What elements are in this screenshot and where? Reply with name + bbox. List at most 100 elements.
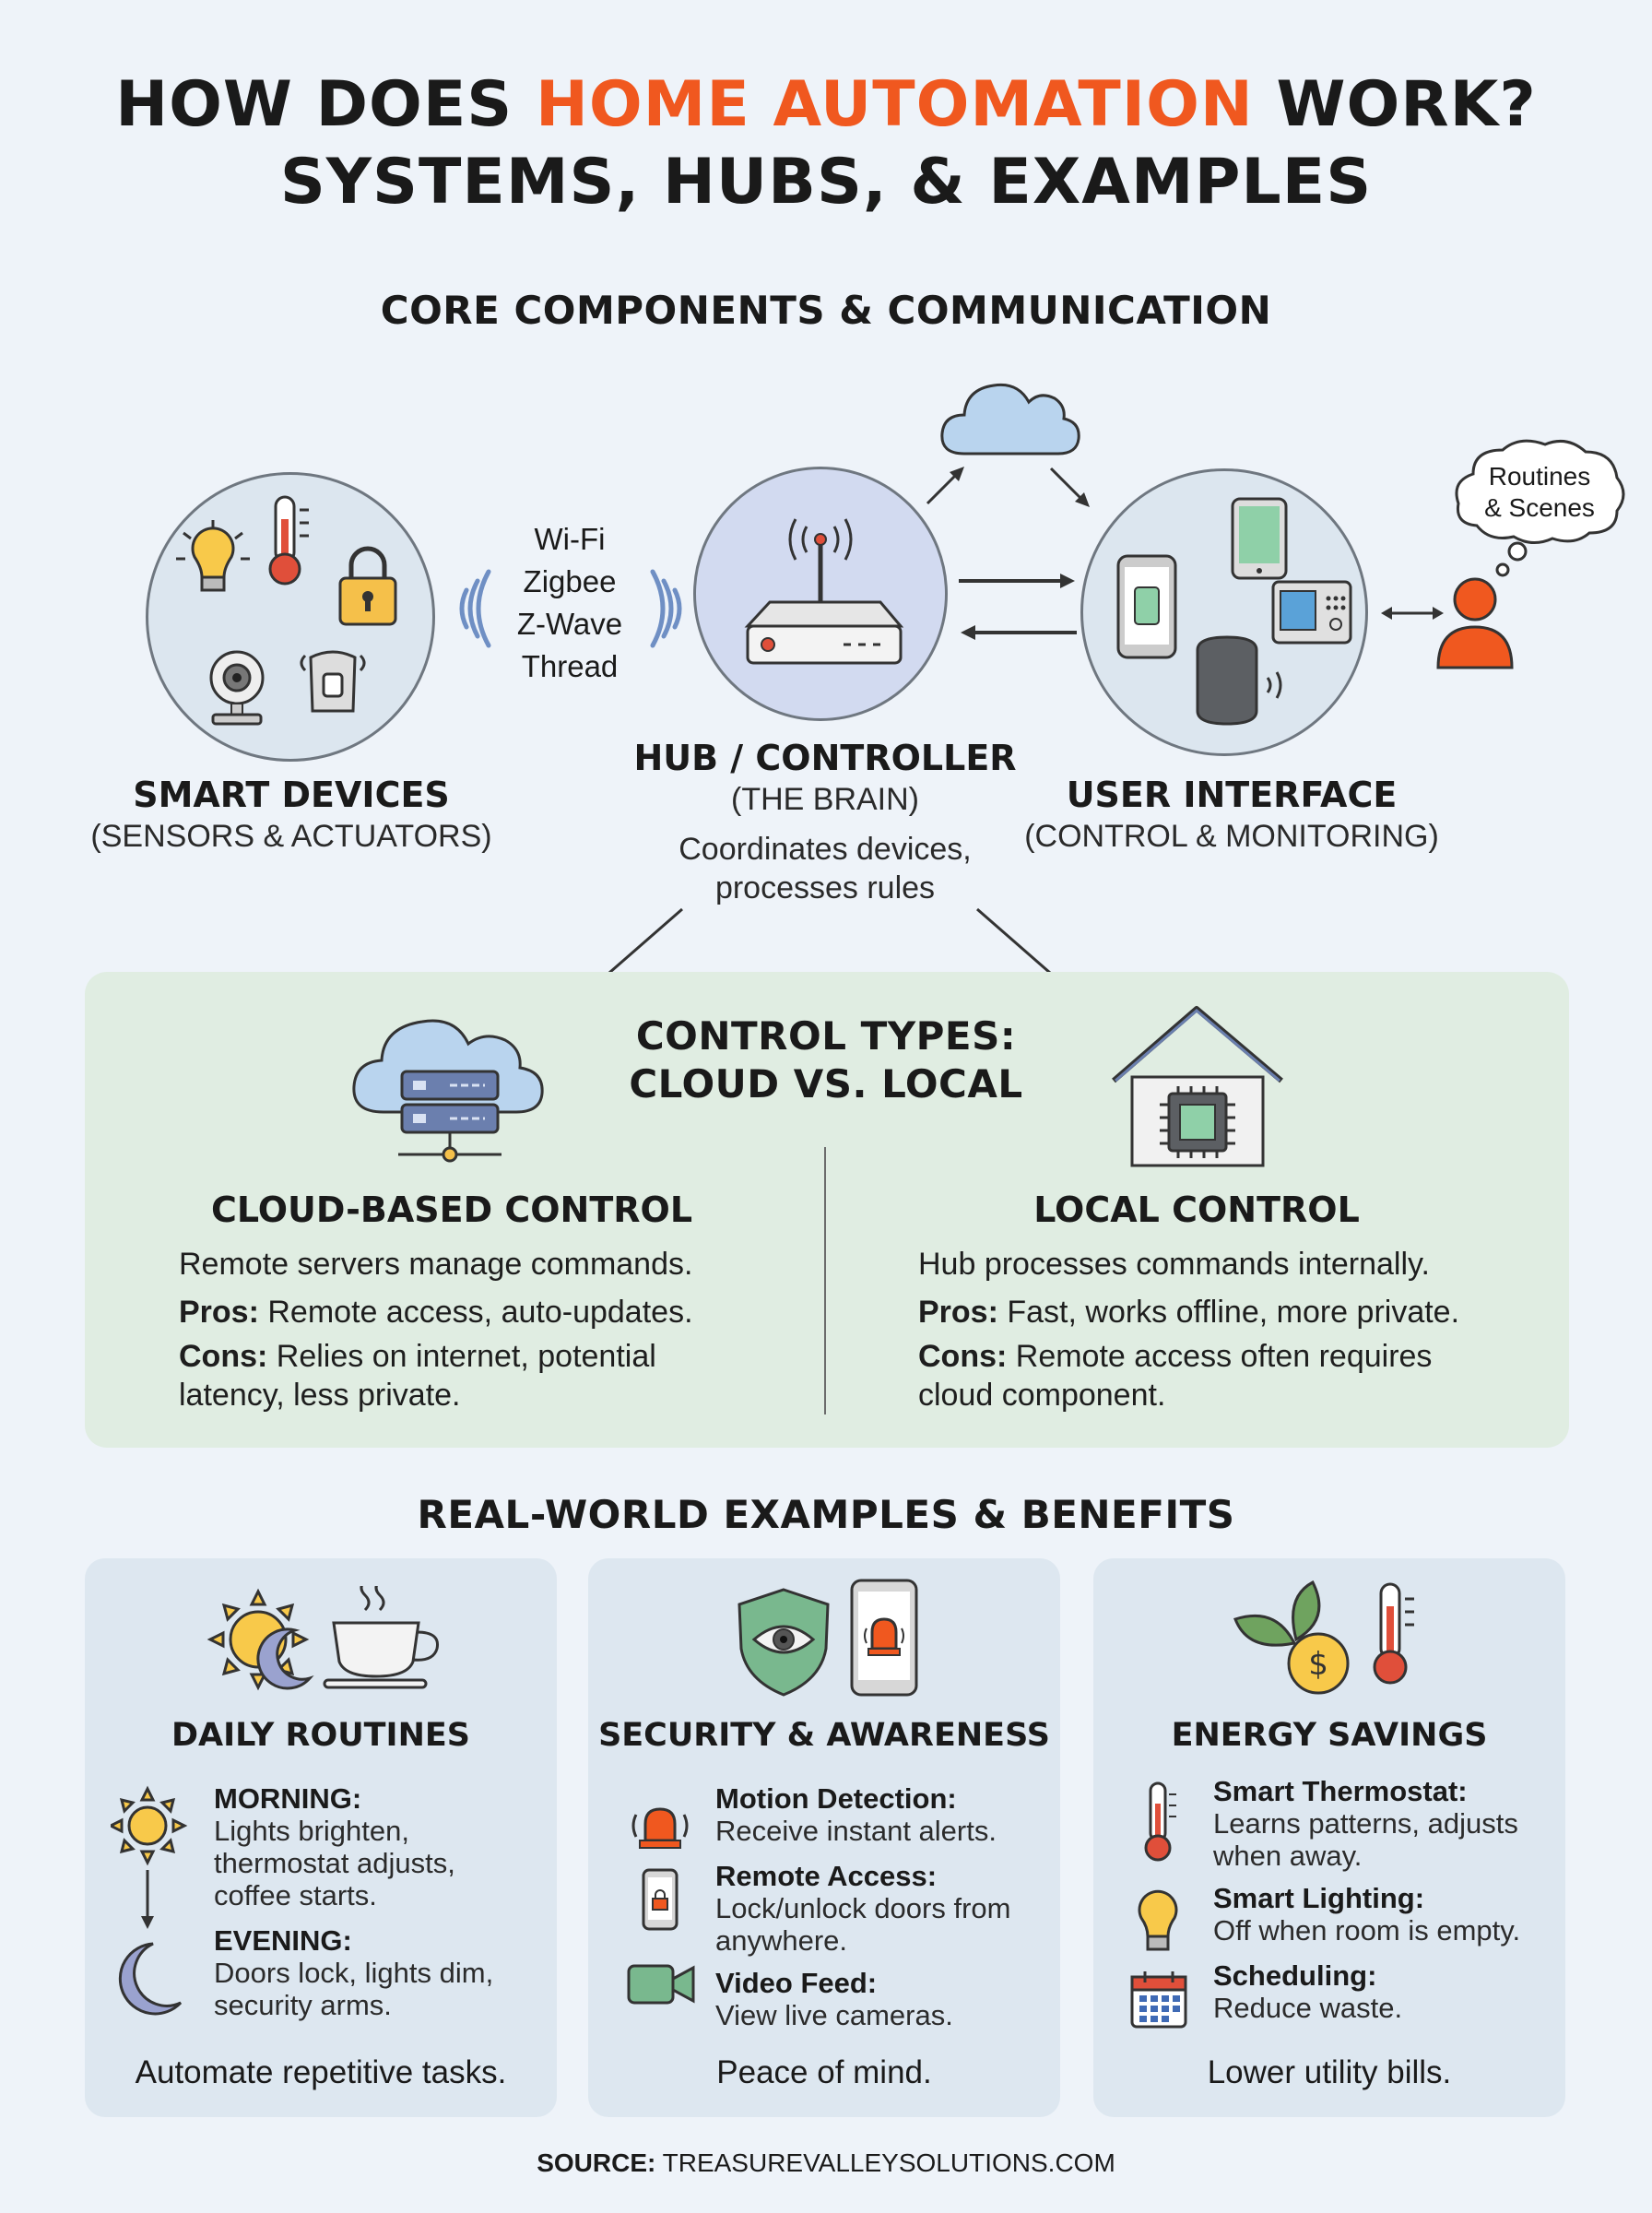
evening-line: security arms. — [214, 1989, 392, 2021]
smart-devices-subtitle: (SENSORS & ACTUATORS) — [90, 819, 492, 854]
lightbulb-icon — [176, 520, 250, 592]
security-item-label: Video Feed: — [715, 1967, 878, 1999]
smart-speaker-icon — [1196, 635, 1282, 726]
control-heading-line: CLOUD VS. LOCAL — [629, 1061, 1023, 1106]
cloud-control-pros: Pros: Remote access, auto-updates. — [179, 1295, 693, 1330]
camera-icon — [209, 650, 265, 726]
wireless-signal-left-icon — [459, 569, 491, 648]
control-types-heading: CONTROL TYPES: CLOUD VS. LOCAL — [572, 1012, 1080, 1108]
thought-bubble-icon — [1455, 439, 1625, 577]
cloud-control-title: CLOUD-BASED CONTROL — [210, 1189, 693, 1230]
control-divider — [824, 1147, 826, 1414]
cloud-server-icon — [352, 1019, 544, 1163]
morning-evening-icons — [111, 1785, 188, 2016]
security-item-text: View live cameras. — [715, 1999, 953, 2031]
cloud-control-desc: Remote servers manage commands. — [179, 1247, 693, 1282]
energy-item-label: Smart Thermostat: — [1213, 1775, 1468, 1807]
user-interface-subtitle: (CONTROL & MONITORING) — [1024, 819, 1439, 854]
shield-phone-icon — [738, 1579, 918, 1697]
security-item-icons — [627, 1807, 695, 2005]
energy-item-text: Reduce waste. — [1213, 1992, 1403, 2024]
security-item-text: anywhere. — [715, 1924, 848, 1957]
local-control-cons: Cons: Remote access often requires — [918, 1339, 1433, 1374]
evening-label: EVENING: — [214, 1924, 352, 1957]
router-icon — [744, 518, 904, 665]
leaves-icon — [1233, 1580, 1321, 1647]
tablet-icon — [1231, 497, 1288, 580]
thought-bubble-line: Routines — [1488, 462, 1591, 491]
protocol-item: Wi-Fi — [534, 522, 606, 556]
energy-item-icons — [1130, 1781, 1187, 2029]
phone-alarm-icon — [850, 1579, 918, 1697]
security-title: SECURITY & AWARENESS — [598, 1717, 1050, 1754]
energy-item: Smart Thermostat: Learns patterns, adjus… — [1213, 1775, 1560, 1873]
energy-item-label: Smart Lighting: — [1213, 1882, 1425, 1914]
energy-item-label: Scheduling: — [1213, 1959, 1377, 1992]
security-card: SECURITY & AWARENESS Motion Detection: R… — [588, 1558, 1060, 2117]
hub-description-line: processes rules — [714, 870, 936, 905]
local-control-desc: Hub processes commands internally. — [918, 1247, 1430, 1282]
control-heading-line: CONTROL TYPES: — [635, 1013, 1017, 1059]
hub-subtitle: (THE BRAIN) — [731, 782, 919, 817]
protocol-item: Z-Wave — [516, 607, 623, 641]
leaf-coin-thermometer-icon: $ — [1233, 1580, 1414, 1695]
user-interface-circle — [1080, 468, 1368, 756]
cloud-arrows — [926, 467, 1090, 507]
core-heading: CORE COMPONENTS & COMMUNICATION — [380, 288, 1272, 333]
thermometer-small-icon — [1144, 1781, 1176, 1862]
phone-lock-icon — [642, 1868, 678, 1931]
morning-block: MORNING: Lights brighten, thermostat adj… — [214, 1782, 546, 1912]
local-control-pros: Pros: Fast, works offline, more private. — [918, 1295, 1460, 1330]
morning-label: MORNING: — [214, 1782, 362, 1815]
cloud-icon — [940, 383, 1080, 456]
thought-bubble-line: & Scenes — [1484, 493, 1595, 522]
ui-person-arrow — [1381, 607, 1444, 620]
security-item: Motion Detection: Receive instant alerts… — [715, 1782, 1056, 1848]
energy-title: ENERGY SAVINGS — [1171, 1717, 1488, 1754]
security-footer: Peace of mind. — [716, 2054, 932, 2090]
thermometer-icon — [268, 495, 309, 586]
person-icon — [1436, 577, 1514, 669]
protocol-item: Zigbee — [523, 564, 617, 598]
daily-routines-footer: Automate repetitive tasks. — [135, 2054, 507, 2090]
examples-heading: REAL-WORLD EXAMPLES & BENEFITS — [417, 1492, 1235, 1537]
shield-eye-icon — [738, 1588, 830, 1697]
evening-line: Doors lock, lights dim, — [214, 1957, 494, 1989]
morning-line: coffee starts. — [214, 1879, 377, 1911]
wireless-signal-right-icon — [650, 569, 682, 648]
energy-card: $ ENERGY SAVINGS — [1093, 1558, 1565, 2117]
cloud-control-cons: Cons: Relies on internet, potential — [179, 1339, 656, 1374]
thermometer-icon — [1373, 1582, 1414, 1685]
smart-devices-title: SMART DEVICES — [133, 775, 450, 815]
morning-line: Lights brighten, — [214, 1815, 409, 1847]
video-camera-icon — [627, 1964, 695, 2005]
security-item-label: Motion Detection: — [715, 1782, 957, 1815]
security-item-text: Lock/unlock doors from — [715, 1892, 1011, 1924]
security-item-label: Remote Access: — [715, 1860, 938, 1892]
morning-line: thermostat adjusts, — [214, 1847, 455, 1879]
title-line-2: SYSTEMS, HUBS, & EXAMPLES — [279, 146, 1373, 219]
energy-item-text: when away. — [1213, 1840, 1363, 1872]
siren-icon — [631, 1807, 689, 1849]
daily-routines-title: DAILY ROUTINES — [171, 1717, 470, 1754]
cloud-control-cons-cont: latency, less private. — [179, 1378, 461, 1413]
protocol-item: Thread — [521, 649, 619, 683]
energy-item-text: Learns patterns, adjusts — [1213, 1807, 1518, 1840]
hub-description: Coordinates devices, processes rules — [590, 830, 1060, 907]
hub-ui-arrows — [959, 574, 1077, 640]
calendar-icon — [1130, 1971, 1187, 2029]
control-types-panel — [85, 972, 1569, 1448]
smart-devices-circle — [146, 472, 435, 762]
user-interface-title: USER INTERFACE — [1066, 775, 1398, 815]
house-chip-icon — [1112, 1006, 1283, 1167]
security-item: Video Feed: View live cameras. — [715, 1967, 1056, 2032]
svg-text:$: $ — [1308, 1646, 1328, 1683]
thought-bubble-text: Routines & Scenes — [1458, 461, 1621, 524]
sensor-icon — [300, 650, 366, 713]
page-title: HOW DOES HOME AUTOMATION WORK? SYSTEMS, … — [0, 66, 1652, 221]
security-item: Remote Access: Lock/unlock doors from an… — [715, 1860, 1056, 1958]
hub-title: HUB / CONTROLLER — [633, 738, 1017, 778]
energy-item: Smart Lighting: Off when room is empty. — [1213, 1883, 1560, 1947]
sun-icon — [111, 1785, 188, 1866]
local-control-title: LOCAL CONTROL — [1033, 1189, 1360, 1230]
